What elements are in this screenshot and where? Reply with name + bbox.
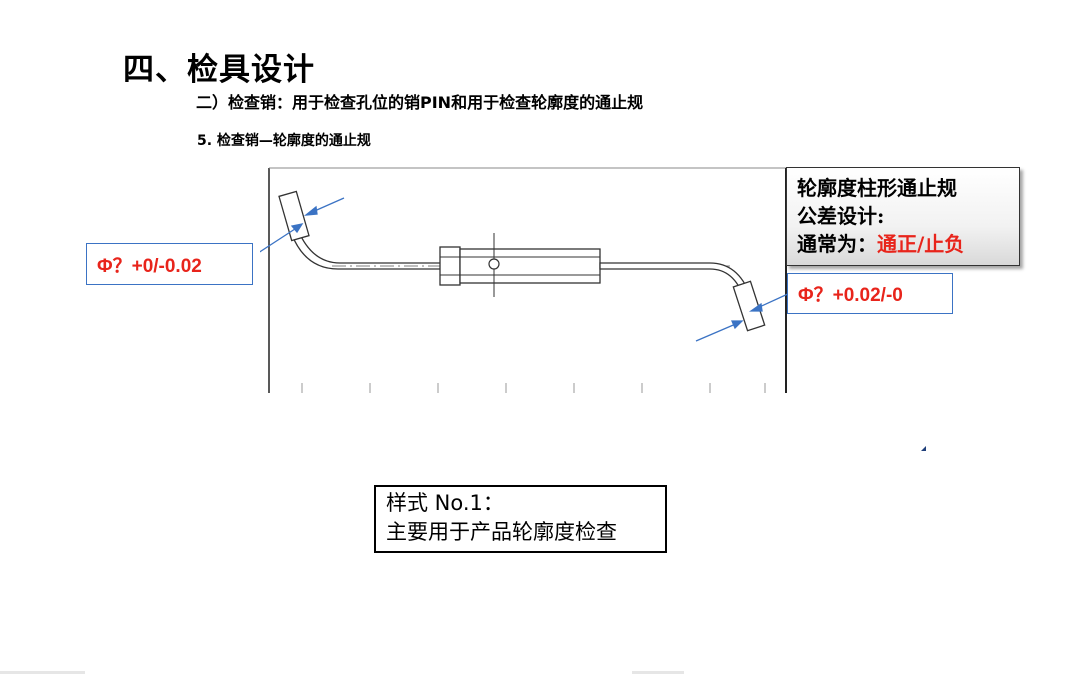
note-highlight: 通正/止负 [877,232,965,256]
page-subtitle: 二）检查销：用于检查孔位的销PIN和用于检查轮廓度的通止规 [196,93,644,112]
section-heading: 5. 检查销—轮廓度的通止规 [197,133,371,149]
style-number: 样式 No.1： [386,491,504,515]
style-purpose: 主要用于产品轮廓度检查 [386,520,617,544]
note-line-2: 公差设计: [797,204,885,228]
nut [439,246,461,286]
tolerance-note: 轮廓度柱形通止规 公差设计: 通常为：通正/止负 [786,167,1020,266]
leader-arrows [260,197,790,342]
handle-body [459,248,601,284]
tolerance-callout-left: Φ？+0/-0.02 [86,243,253,285]
left-tip [278,190,310,242]
right-tip [732,280,766,332]
left-shaft [291,228,446,270]
cross-pin [488,258,500,270]
gauge-drawing [260,167,790,393]
bottom-edge-left [0,671,85,674]
ruler-ticks [301,383,766,393]
corner-mark [921,446,926,451]
note-line-3: 通常为：通正/止负 [797,230,1019,258]
bottom-edge-right [632,671,684,674]
note-line-3-prefix: 通常为： [797,232,877,256]
tolerance-callout-right: Φ？+0.02/-0 [787,273,953,314]
note-line-1: 轮廓度柱形通止规 [797,176,957,200]
style-description-box: 样式 No.1： 主要用于产品轮廓度检查 [374,485,667,553]
right-shaft [599,262,751,299]
page-title: 四、检具设计 [123,52,315,88]
